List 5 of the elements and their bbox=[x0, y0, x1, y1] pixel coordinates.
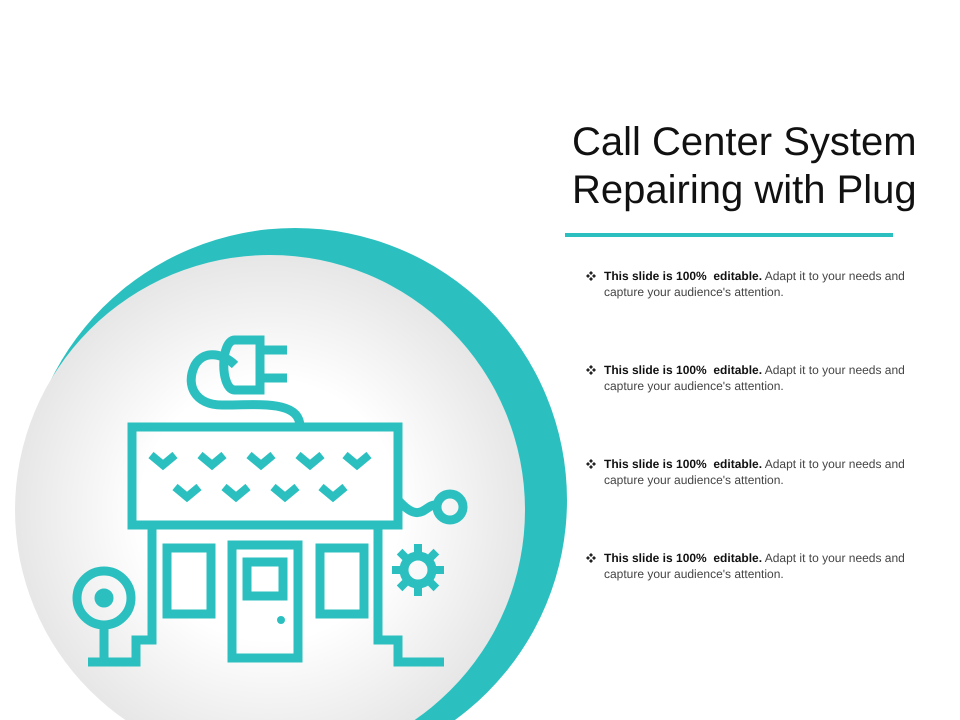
bullet-text: This slide is 100% editable. Adapt it to your needs and capture your audience's attention. bbox=[604, 268, 906, 300]
bullet-text: This slide is 100% editable. Adapt it to your needs and capture your audience's attention. bbox=[604, 456, 906, 488]
bullet-text: This slide is 100% editable. Adapt it to your needs and capture your audience's attention. bbox=[604, 550, 906, 582]
bullet-text: This slide is 100% editable. Adapt it to your needs and capture your audience's attention. bbox=[604, 362, 906, 394]
slide-title: Call Center System Repairing with Plug bbox=[572, 119, 918, 214]
